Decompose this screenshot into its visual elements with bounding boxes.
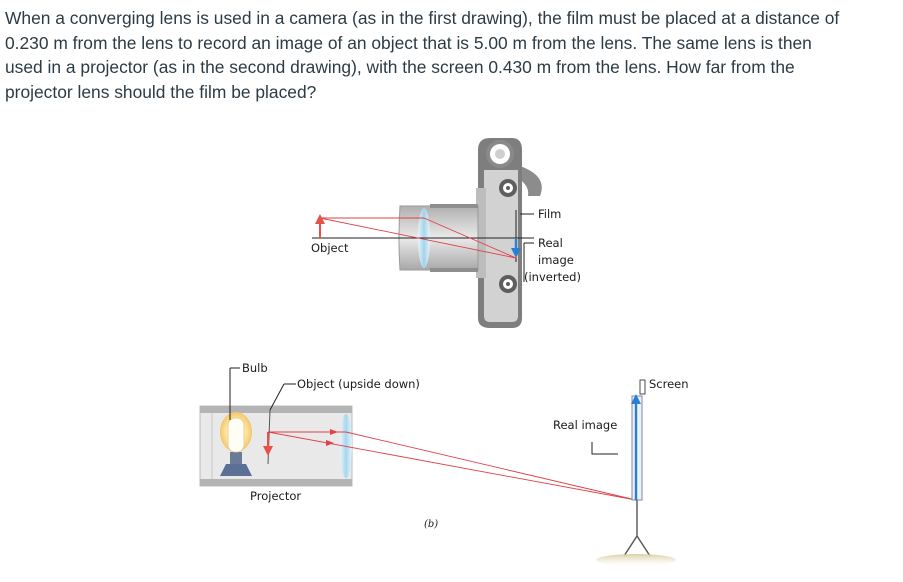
projector-drawing: Bulb Object (upside down) Projector Real…: [199, 361, 689, 566]
screen-tripod: [623, 535, 651, 557]
question-line: 0.230 m from the lens to record an image…: [5, 32, 812, 53]
projector-ray: [345, 431, 637, 501]
real-image-label-line: (inverted): [524, 270, 581, 284]
figure-label-b: (b): [424, 519, 438, 530]
bulb-label: Bulb: [242, 361, 268, 375]
camera-object-label: Object: [311, 241, 349, 255]
question-text: When a converging lens is used in a came…: [5, 6, 898, 104]
question-line: projector lens should the film be placed…: [5, 81, 317, 102]
screen-label: Screen: [649, 377, 689, 391]
ground-shadow: [596, 554, 676, 566]
film-label: Film: [538, 207, 561, 221]
projector-object-label: Object (upside down): [297, 377, 420, 391]
projector-real-image-label: Real image: [553, 418, 617, 432]
camera-ray: [319, 217, 517, 259]
question-line: used in a projector (as in the second dr…: [5, 57, 795, 77]
projector-label: Projector: [250, 489, 301, 503]
real-image-label-line: image: [538, 253, 574, 267]
camera-drawing: Object Film Real image (inverted): [311, 138, 581, 328]
question-line: When a converging lens is used in a came…: [5, 8, 840, 28]
bulb-stand: [230, 452, 242, 464]
camera-ray: [423, 217, 517, 259]
real-image-label-line: Real: [538, 236, 563, 250]
bulb-icon: [227, 417, 245, 453]
